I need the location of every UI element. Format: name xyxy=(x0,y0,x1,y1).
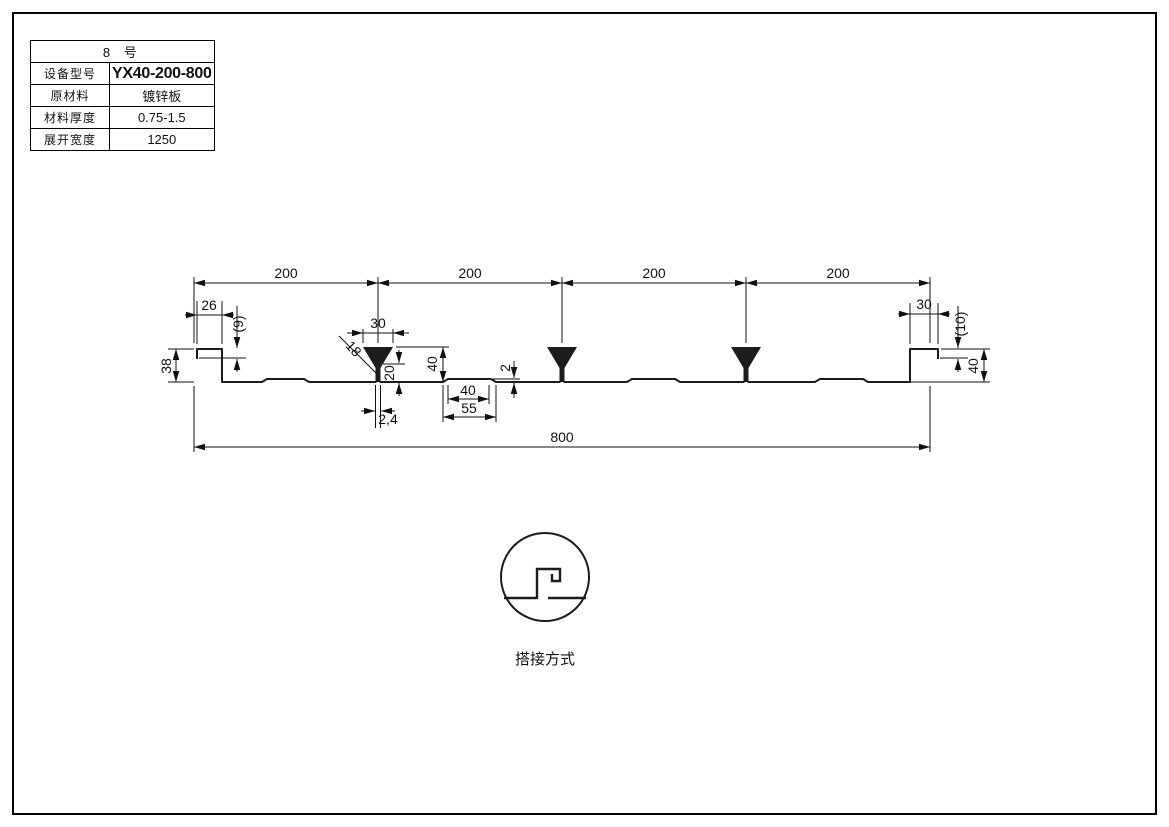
dim-total: 800 xyxy=(550,429,574,445)
drawing-border xyxy=(12,12,1157,815)
dim-stem-width: 2,4 xyxy=(378,411,398,427)
left-end-dimensions: 26 (9) 38 xyxy=(158,297,246,383)
rib-dimensions: 30 18 20 40 40 55 2 2,4 xyxy=(338,315,520,428)
dim-rib-cap: 30 xyxy=(370,315,386,331)
dim-groove-depth: 2 xyxy=(497,364,513,372)
dim-rib-stem-height: 20 xyxy=(381,365,397,381)
dim-rib-slant: 18 xyxy=(342,337,364,359)
dim-left-height: 38 xyxy=(158,358,174,374)
title-block: 8 号 设备型号 YX40-200-800 原材料 镀锌板 材料厚度 0.75-… xyxy=(30,40,215,151)
field-label-material: 原材料 xyxy=(30,84,110,107)
rib-3 xyxy=(731,347,761,382)
field-label-thickness: 材料厚度 xyxy=(30,106,110,129)
detail-caption: 搭接方式 xyxy=(515,651,575,668)
field-value-material: 镀锌板 xyxy=(109,84,215,107)
profile-outline xyxy=(196,347,939,383)
field-label-width: 展开宽度 xyxy=(30,128,110,151)
dim-span-4: 200 xyxy=(826,265,850,281)
dim-left-lip: 26 xyxy=(201,297,217,313)
field-value-model: YX40-200-800 xyxy=(109,62,215,85)
lap-joint-left-panel xyxy=(504,567,562,600)
total-dimension: 800 xyxy=(193,386,931,452)
right-end-dimensions: 30 (10) 40 xyxy=(898,296,990,383)
field-label-model: 设备型号 xyxy=(30,62,110,85)
dim-span-3: 200 xyxy=(642,265,666,281)
dim-right-lip: 30 xyxy=(916,296,932,312)
rib-2 xyxy=(547,347,577,382)
dim-right-height: 40 xyxy=(965,358,981,374)
dim-span-2: 200 xyxy=(458,265,482,281)
lap-joint-detail: 搭接方式 xyxy=(500,532,590,668)
dim-groove-pitch: 55 xyxy=(461,400,477,416)
dim-right-notch: (10) xyxy=(952,312,968,337)
top-dimension: 200 200 200 200 xyxy=(193,265,931,343)
dim-left-notch: (9) xyxy=(230,315,246,332)
dim-rib-height: 40 xyxy=(424,356,440,372)
rib-1 xyxy=(363,347,393,382)
field-value-width: 1250 xyxy=(109,128,215,151)
dim-span-1: 200 xyxy=(274,265,298,281)
detail-circle xyxy=(500,532,590,622)
dim-groove-width: 40 xyxy=(460,382,476,398)
